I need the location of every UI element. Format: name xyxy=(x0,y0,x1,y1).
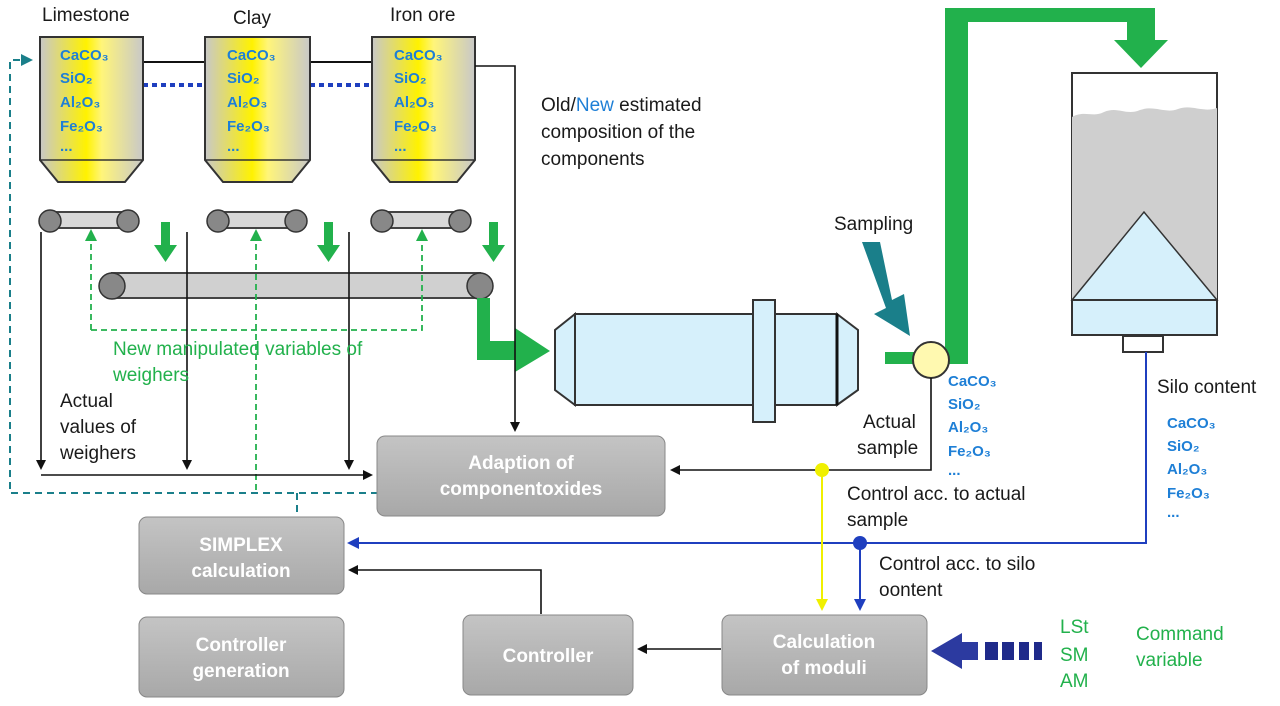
measurement-lines xyxy=(36,65,932,654)
component-label: Al₂O₃ xyxy=(394,94,434,111)
material-drop-arrows xyxy=(154,222,505,262)
component-label: ... xyxy=(227,138,240,155)
hopper-title: Clay xyxy=(233,8,272,29)
sample-component: ... xyxy=(948,462,961,479)
product-flow xyxy=(885,8,1168,364)
sample-branch-dot xyxy=(815,463,829,477)
command-variable-label-line2: variable xyxy=(1136,650,1203,671)
silo-branch-dot xyxy=(853,536,867,550)
component-label: Fe₂O₃ xyxy=(60,118,103,135)
controller-gen-line2: generation xyxy=(192,661,289,682)
moduli-line1: Calculation xyxy=(773,632,875,653)
component-label: CaCO₃ xyxy=(394,47,443,64)
component-label: ... xyxy=(60,138,73,155)
composition-label-line3: components xyxy=(541,149,645,170)
sample-component: CaCO₃ xyxy=(948,373,997,390)
controller-box: Controller xyxy=(462,614,634,696)
silo-component: CaCO₃ xyxy=(1167,415,1216,432)
controller-generation-box: Controller generation xyxy=(138,616,345,698)
moduli-box: Calculation of moduli xyxy=(721,614,928,696)
simplex-line1: SIMPLEX xyxy=(199,535,283,556)
simplex-line2: calculation xyxy=(191,561,290,582)
manipulated-variable-lines xyxy=(85,229,428,490)
hopper-limestone: Limestone CaCO₃ SiO₂ Al₂O₃ Fe₂O₃ ... xyxy=(39,5,144,183)
weigher-iron-ore xyxy=(370,209,472,233)
composition-label-line2: composition of the xyxy=(541,122,695,143)
control-silo-label: Control acc. to silo xyxy=(879,554,1035,575)
weigher-limestone xyxy=(38,209,140,233)
component-label: CaCO₃ xyxy=(227,47,276,64)
sample-component: Fe₂O₃ xyxy=(948,443,991,460)
sample-component: Al₂O₃ xyxy=(948,419,988,436)
component-label: ... xyxy=(394,138,407,155)
component-label: CaCO₃ xyxy=(60,47,109,64)
adaption-box: Adaption of componentoxides xyxy=(376,435,666,517)
component-label: Al₂O₃ xyxy=(60,94,100,111)
control-actual-label-line2: sample xyxy=(847,510,908,531)
actual-sample-label-line2: sample xyxy=(857,438,918,459)
silo-component: ... xyxy=(1167,504,1180,521)
sampling-arrow xyxy=(862,242,910,336)
component-label: Fe₂O₃ xyxy=(227,118,270,135)
control-silo-label-line2: oontent xyxy=(879,580,943,601)
component-label: Al₂O₃ xyxy=(227,94,267,111)
actual-values-label: Actual xyxy=(60,391,113,412)
adaption-line2: componentoxides xyxy=(440,479,603,500)
silo-control-line xyxy=(347,352,1147,611)
component-label: SiO₂ xyxy=(394,70,427,87)
sampling-label: Sampling xyxy=(834,214,913,235)
modulus-label: SM xyxy=(1060,645,1089,666)
simplex-box: SIMPLEX calculation xyxy=(138,516,345,595)
command-variable-label: Command xyxy=(1136,624,1224,645)
component-label: SiO₂ xyxy=(60,70,93,87)
silo-component: Al₂O₃ xyxy=(1167,461,1207,478)
feed-flow-arrow xyxy=(477,298,550,372)
hopper-title: Limestone xyxy=(42,5,130,26)
moduli-line2: of moduli xyxy=(781,658,866,679)
silo-content-label: Silo content xyxy=(1157,377,1257,398)
manipulated-label: New manipulated variables of xyxy=(113,339,363,360)
actual-values-label-line3: weighers xyxy=(59,443,136,464)
silo xyxy=(1070,72,1219,353)
hopper-title: Iron ore xyxy=(390,5,455,26)
hopper-clay: Clay CaCO₃ SiO₂ Al₂O₃ Fe₂O₃ ... xyxy=(204,8,311,183)
manipulated-label-line2: weighers xyxy=(112,365,189,386)
composition-label: Old/New estimated xyxy=(541,95,702,116)
sample-component: SiO₂ xyxy=(948,396,981,413)
component-label: SiO₂ xyxy=(227,70,260,87)
actual-values-label-line2: values of xyxy=(60,417,137,438)
silo-component: Fe₂O₃ xyxy=(1167,485,1210,502)
rotary-kiln xyxy=(554,299,859,423)
component-label: Fe₂O₃ xyxy=(394,118,437,135)
adaption-line1: Adaption of xyxy=(468,453,574,474)
collecting-conveyor xyxy=(98,272,494,300)
control-actual-label: Control acc. to actual xyxy=(847,484,1025,505)
weigher-clay xyxy=(206,209,308,233)
controller-gen-line1: Controller xyxy=(196,635,287,656)
sample-point xyxy=(912,341,950,379)
modulus-label: AM xyxy=(1060,671,1089,692)
actual-sample-label: Actual xyxy=(863,412,916,433)
hopper-iron-ore: Iron ore CaCO₃ SiO₂ Al₂O₃ Fe₂O₃ ... xyxy=(371,5,476,183)
controller-label: Controller xyxy=(503,646,594,667)
feedback-line xyxy=(9,54,378,518)
silo-component: SiO₂ xyxy=(1167,438,1200,455)
command-arrow xyxy=(931,633,1042,669)
hopper-links xyxy=(143,61,372,87)
modulus-label: LSt xyxy=(1060,617,1089,638)
